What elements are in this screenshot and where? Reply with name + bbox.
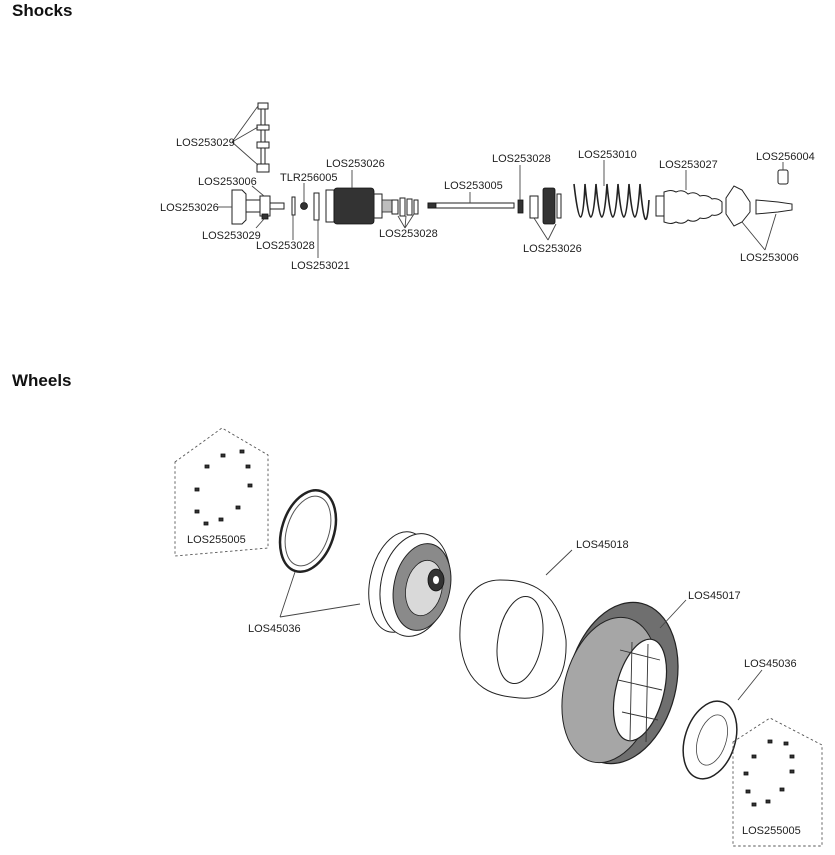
- foam-insert: [459, 579, 567, 699]
- label-los256004: LOS256004: [756, 151, 815, 163]
- label-tlr256005: TLR256005: [280, 172, 338, 184]
- shock-small-parts: [291, 192, 320, 221]
- label-los255005-left: LOS255005: [187, 534, 246, 546]
- label-los253028-left: LOS253028: [256, 240, 315, 252]
- label-los253028-mid: LOS253028: [379, 228, 438, 240]
- shock-assembly: LOS253029 LOS253006 TLR256005 LOS253026 …: [160, 102, 815, 272]
- beadlock-ring-left: [278, 489, 338, 573]
- label-los253028-right: LOS253028: [492, 153, 551, 165]
- hardware-bag-right: [732, 717, 823, 847]
- screw-set-left: [194, 449, 253, 526]
- screw-set-right: [743, 739, 795, 807]
- tire: [561, 601, 679, 765]
- label-los253026-left: LOS253026: [160, 202, 219, 214]
- shock-shaft-part: [427, 202, 515, 209]
- shock-boot-part: [655, 190, 723, 224]
- shocks-section-title: Shocks: [12, 1, 73, 20]
- label-los253006-left: LOS253006: [198, 176, 257, 188]
- beadlock-ring-right: [682, 700, 738, 780]
- label-los253027: LOS253027: [659, 159, 718, 171]
- wheel-assembly: LOS255005: [174, 427, 823, 847]
- shock-body-part: [325, 187, 393, 225]
- label-los45018: LOS45018: [576, 539, 629, 551]
- label-los45036-right: LOS45036: [744, 658, 797, 670]
- label-los45036-left: LOS45036: [248, 623, 301, 635]
- label-los253026-top: LOS253026: [326, 158, 385, 170]
- label-los253029-top: LOS253029: [176, 137, 235, 149]
- wheel-rim: [368, 531, 452, 637]
- shock-rod-end-part: [725, 169, 793, 227]
- label-los253010: LOS253010: [578, 149, 637, 161]
- shock-end-cap-part: [231, 189, 285, 225]
- shock-washer-part: [517, 199, 524, 214]
- shock-collar-parts: [529, 187, 562, 225]
- shock-shaft-end-part: [256, 102, 270, 173]
- label-los253005: LOS253005: [444, 180, 503, 192]
- label-los255005-right: LOS255005: [742, 825, 801, 837]
- wheels-section-title: Wheels: [12, 371, 72, 390]
- label-los253021: LOS253021: [291, 260, 350, 272]
- shock-spring-part: [573, 183, 650, 221]
- label-los253029-bottom: LOS253029: [202, 230, 261, 242]
- shock-bushing-parts: [391, 197, 419, 217]
- label-los253026-bottom: LOS253026: [523, 243, 582, 255]
- label-los45017: LOS45017: [688, 590, 741, 602]
- label-los253006-right: LOS253006: [740, 252, 799, 264]
